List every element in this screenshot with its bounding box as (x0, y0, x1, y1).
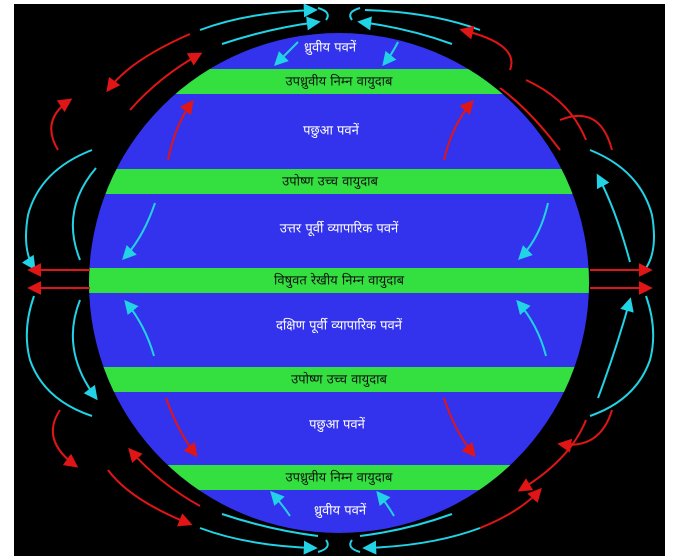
polar-wind-arrow-ne (382, 41, 399, 67)
ferrel-left-lower (51, 409, 79, 468)
ferrel-cell-top-left (106, 33, 191, 93)
polar-curl-bottom-left (317, 539, 329, 553)
polar-cell-top-left (199, 3, 318, 31)
label-polar-easterlies-south: ध्रुवीय पवनें (314, 503, 367, 519)
trade-arrow-ne (518, 202, 549, 260)
polar-cell-top-right-inner (357, 16, 453, 45)
hadley-cell-left-lower-inner (71, 299, 98, 401)
ferrel-cell-bottom-left-inner (128, 447, 201, 507)
label-subpolar-low-north: उपध्रुवीय निम्न वायुदाब (286, 74, 393, 90)
polar-cell-top-left-inner (221, 16, 321, 45)
label-polar-easterlies-north: ध्रुवीय पवनें (304, 40, 357, 56)
label-westerlies-south: पछुआ पवनें (309, 417, 366, 433)
label-subtropical-high-north: उपोष्ण उच्च वायुदाब (282, 174, 378, 190)
westerly-arrow-ne (443, 99, 474, 161)
trade-arrow-se (516, 299, 547, 357)
hadley-cell-right-lower (589, 295, 655, 417)
ferrel-cell-bottom-right (517, 419, 587, 492)
hadley-cell-left-upper (21, 149, 93, 271)
polar-cell-bottom-left (199, 527, 318, 555)
trade-arrow-nw (122, 202, 156, 261)
polar-cell-bottom-left-inner (221, 513, 319, 537)
polar-wind-arrow-se (376, 490, 395, 517)
polar-curl-bottom-right (349, 539, 361, 553)
belt-subtropical-high-north (89, 169, 589, 194)
polar-wind-arrow-sw (270, 490, 291, 517)
polar-curl-top-right (349, 7, 361, 21)
ferrel-cell-top-right (459, 25, 513, 71)
westerly-arrow-se (443, 397, 476, 458)
label-equatorial-low: विषुवत रेखीय निम्न वायुदाब (274, 273, 405, 289)
westerly-arrow-sw (165, 397, 198, 458)
polar-wind-arrow-nw (274, 41, 299, 66)
label-subpolar-low-south: उपध्रुवीय निम्न वायुदाब (286, 470, 393, 486)
outer-circulation-cells (21, 3, 655, 555)
ferrel-right-lower (557, 409, 613, 453)
hadley-cell-left-lower (25, 295, 93, 417)
polar-curl-top-left (317, 7, 329, 21)
label-ne-trades: उत्तर पूर्वी व्यापारिक पवनें (280, 221, 399, 237)
hadley-cell-right-lower-inner (597, 297, 634, 399)
hadley-cell-left-upper-inner (71, 167, 97, 261)
belt-subtropical-high-south (89, 367, 589, 392)
westerly-arrow-nw (167, 99, 194, 161)
ferrel-cell-bottom-left (107, 469, 193, 527)
hadley-cell-right-upper (589, 149, 655, 269)
ferrel-left-upper (50, 98, 73, 151)
ferrel-cell-bottom-right-inner (479, 487, 542, 529)
hadley-cell-right-upper-inner (596, 173, 631, 263)
label-subtropical-high-south: उपोष्ण उच्च वायुदाब (291, 372, 387, 388)
polar-cell-bottom-right (362, 527, 481, 555)
label-westerlies-north: पछुआ पवनें (303, 123, 360, 139)
globe (89, 33, 589, 533)
ferrel-cell-top-left-inner (129, 52, 203, 111)
ferrel-cell-top-right-inner (499, 87, 561, 151)
ferrel-cell-top-right-2 (525, 79, 587, 141)
inner-wind-arrows (122, 41, 549, 517)
belt-equatorial-low (89, 268, 589, 293)
polar-cell-bottom-right-inner (359, 513, 453, 537)
trade-arrow-sw (124, 299, 155, 357)
ferrel-right-upper (559, 114, 613, 151)
label-se-trades: दक्षिण पूर्वी व्यापारिक पवनें (276, 318, 403, 334)
